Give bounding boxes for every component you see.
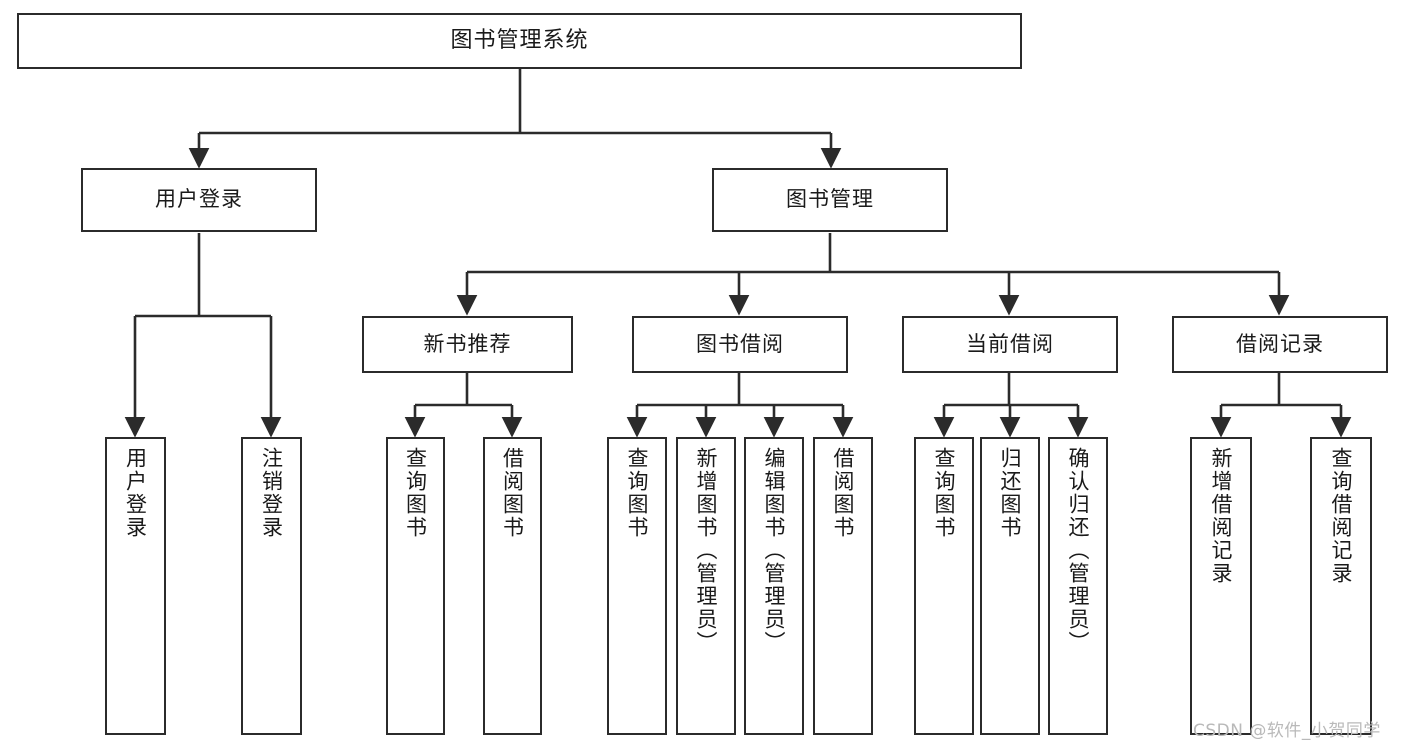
node-new-book-recommend[interactable]: 新书推荐 <box>362 316 573 373</box>
leaf-user-login[interactable]: 用户登录 <box>105 437 166 735</box>
leaf-query-book-3[interactable]: 查询图书 <box>914 437 974 735</box>
leaf-query-record-label: 查询借阅记录 <box>1329 447 1354 585</box>
leaf-edit-book[interactable]: 编辑图书（管理员） <box>744 437 804 735</box>
leaf-query-book-1-label: 查询图书 <box>403 447 428 539</box>
node-user-login-label: 用户登录 <box>155 187 243 212</box>
node-new-book-recommend-label: 新书推荐 <box>423 331 512 356</box>
leaf-logout[interactable]: 注销登录 <box>241 437 302 735</box>
node-borrow-record-label: 借阅记录 <box>1236 331 1324 356</box>
leaf-return-book-label: 归还图书 <box>998 447 1023 539</box>
node-current-borrow-label: 当前借阅 <box>966 331 1054 356</box>
leaf-user-login-label: 用户登录 <box>123 447 148 539</box>
node-book-management-label: 图书管理 <box>786 187 874 212</box>
node-book-borrow-label: 图书借阅 <box>696 331 784 356</box>
leaf-query-book-1[interactable]: 查询图书 <box>386 437 445 735</box>
watermark: CSDN @软件_小贺同学 <box>1193 721 1381 741</box>
leaf-borrow-book-1[interactable]: 借阅图书 <box>483 437 542 735</box>
leaf-logout-label: 注销登录 <box>259 447 284 539</box>
leaf-query-record[interactable]: 查询借阅记录 <box>1310 437 1372 735</box>
node-book-borrow[interactable]: 图书借阅 <box>632 316 848 373</box>
node-borrow-record[interactable]: 借阅记录 <box>1172 316 1388 373</box>
leaf-edit-book-label: 编辑图书（管理员） <box>762 447 787 654</box>
leaf-confirm-return[interactable]: 确认归还（管理员） <box>1048 437 1108 735</box>
leaf-return-book[interactable]: 归还图书 <box>980 437 1040 735</box>
node-root[interactable]: 图书管理系统 <box>17 13 1022 69</box>
node-root-label: 图书管理系统 <box>450 28 589 54</box>
leaf-confirm-return-label: 确认归还（管理员） <box>1066 447 1091 654</box>
leaf-borrow-book-2-label: 借阅图书 <box>831 447 856 539</box>
leaf-add-book-label: 新增图书（管理员） <box>694 447 719 654</box>
leaf-query-book-3-label: 查询图书 <box>932 447 957 539</box>
node-book-management[interactable]: 图书管理 <box>712 168 948 232</box>
leaf-query-book-2-label: 查询图书 <box>625 447 650 539</box>
leaf-query-book-2[interactable]: 查询图书 <box>607 437 667 735</box>
leaf-borrow-book-2[interactable]: 借阅图书 <box>813 437 873 735</box>
leaf-borrow-book-1-label: 借阅图书 <box>500 447 525 539</box>
leaf-add-book[interactable]: 新增图书（管理员） <box>676 437 736 735</box>
node-user-login[interactable]: 用户登录 <box>81 168 317 232</box>
node-current-borrow[interactable]: 当前借阅 <box>902 316 1118 373</box>
leaf-add-record[interactable]: 新增借阅记录 <box>1190 437 1252 735</box>
leaf-add-record-label: 新增借阅记录 <box>1209 447 1234 585</box>
